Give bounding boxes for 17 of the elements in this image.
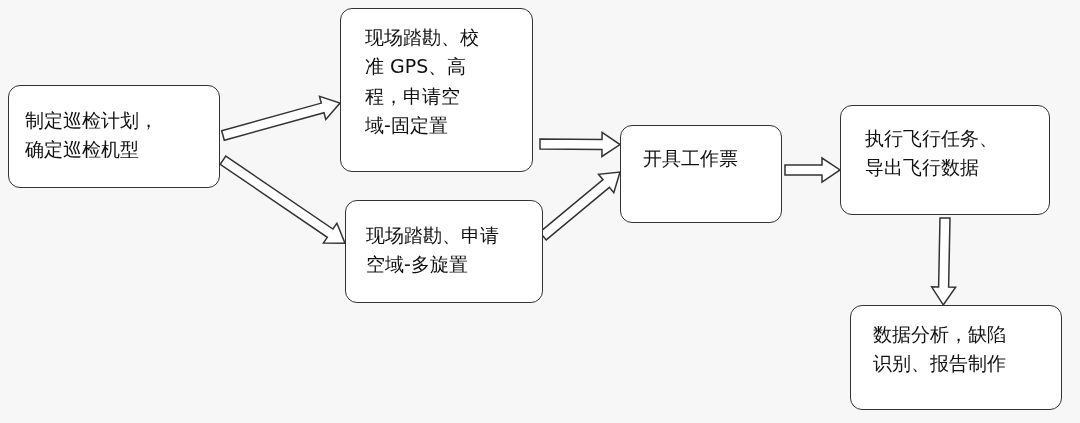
hollow-arrow [219, 155, 347, 245]
process-box [850, 305, 1062, 410]
step-text: 执行飞行任务、导出飞行数据 [865, 126, 999, 181]
hollow-arrow [220, 95, 342, 142]
step-text: 开具工作票 [643, 146, 739, 171]
step-text: 现场踏勘、申请空域-多旋置 [366, 223, 500, 278]
hollow-arrow [784, 156, 842, 184]
process-box [620, 125, 782, 223]
process-box [345, 200, 543, 303]
hollow-arrow [539, 131, 622, 158]
process-box [340, 8, 533, 172]
process-box [840, 105, 1050, 215]
step-text: 制定巡检计划，确定巡检机型 [25, 108, 159, 163]
step-text: 现场踏勘、校准 GPS、高程，申请空域-固定置 [365, 25, 480, 139]
process-box [8, 85, 220, 188]
step-text: 数据分析，缺陷识别、报告制作 [873, 322, 1007, 377]
hollow-arrow [930, 217, 957, 307]
